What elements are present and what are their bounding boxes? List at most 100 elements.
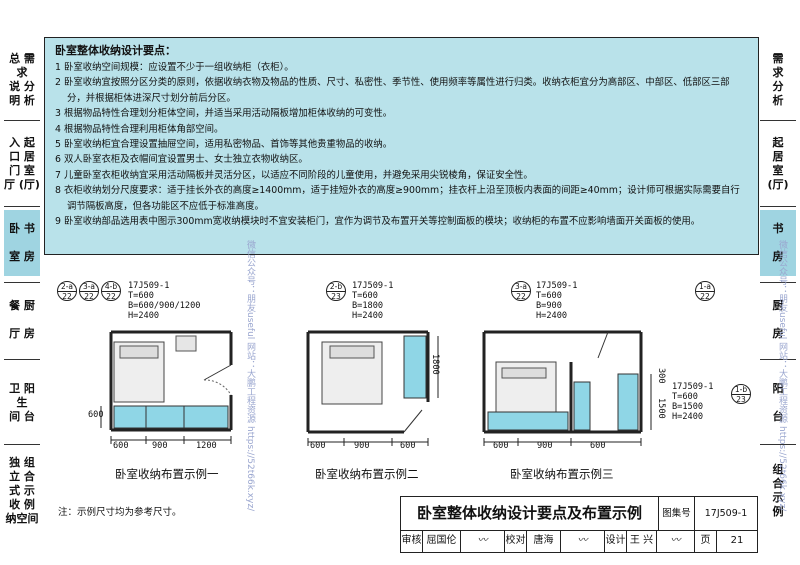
right-tab-study[interactable]: 书 房 <box>760 210 796 276</box>
tab-text: 房 <box>772 327 784 340</box>
side-tab-dining-kitchen[interactable]: 餐 厨 厅 房 <box>4 287 40 353</box>
spec-label: B=600/900/1200 <box>128 301 201 311</box>
tab-text: 合 <box>772 477 784 490</box>
floor-plan-2 <box>306 330 439 446</box>
design-notes-panel: 卧室整体收纳设计要点： 1 卧室收纳空间规模：应设置不少于一组收纳柜（衣柜）。 … <box>44 37 759 255</box>
tab-text: 明 析 <box>9 94 35 107</box>
spec-label: H=2400 <box>536 311 568 321</box>
reviewer-name: 屈国伦 <box>423 530 461 552</box>
note-item-6: 6 双人卧室衣柜及衣帽间宜设置男士、女士独立衣物收纳区。 <box>55 154 308 166</box>
dim-label: 900 <box>152 441 168 451</box>
tab-text: 分 <box>772 80 784 93</box>
spec-label: H=2400 <box>672 412 704 422</box>
dim-label: 1200 <box>196 441 217 451</box>
tab-text: 书 <box>772 222 784 235</box>
spec-label: T=600 <box>536 291 562 301</box>
right-tab-kitchen[interactable]: 厨 房 <box>760 287 796 353</box>
floor-plan-3 <box>482 330 652 446</box>
tab-text: 立 合 <box>9 470 35 483</box>
tab-text: 门 室 <box>9 164 35 177</box>
caption-example-3: 卧室收纳布置示例三 <box>510 467 614 481</box>
tab-text: 求 <box>16 66 28 79</box>
review-label: 审核 <box>401 530 423 552</box>
spec-label: H=2400 <box>128 311 160 321</box>
tab-text: 口 居 <box>9 150 35 163</box>
note-item-7: 7 儿童卧室衣柜收纳宜采用活动隔板并灵活分区，以适应不同阶段的儿童使用，并避免采… <box>55 169 533 181</box>
watermark-left: 微信公众号：朋友useful 网站：大鹏工程资源 https://52t66k.… <box>245 240 255 512</box>
design-label: 设计 <box>605 530 627 552</box>
tab-text: 厅 (厅) <box>4 178 40 191</box>
dim-label: 900 <box>537 441 553 451</box>
dim-label: 600 <box>400 441 416 451</box>
page-number: 21 <box>730 535 744 546</box>
tab-text: 需 <box>772 52 784 65</box>
dim-label: 300 <box>656 368 666 384</box>
dim-label: 1500 <box>656 398 666 419</box>
note-item-9: 9 卧室收纳部品选用表中图示300mm宽收纳模块时不宜安装柜门，宜作为调节及布置… <box>55 216 701 228</box>
dim-label: 900 <box>354 441 370 451</box>
spec-label: 17J509-1 <box>536 281 578 291</box>
tab-text: 餐 厨 <box>9 299 35 312</box>
tab-text: 卫 阳 <box>9 382 35 395</box>
atlas-number: 17J509-1 <box>704 508 748 519</box>
tab-text: (厅) <box>767 178 789 191</box>
tab-text: 居 <box>772 150 784 163</box>
tab-text: 台 <box>772 410 784 423</box>
designer-name: 王 兴 <box>627 530 657 552</box>
side-tab-bedroom-study[interactable]: 卧 书 室 房 <box>4 210 40 276</box>
tab-text: 说 分 <box>9 80 35 93</box>
tab-text: 室 <box>772 164 784 177</box>
dim-label: 600 <box>88 410 104 420</box>
tab-text <box>20 313 24 327</box>
tab-text: 总 需 <box>9 52 35 65</box>
right-tab-balcony[interactable]: 阳 台 <box>760 364 796 442</box>
tab-text: 厅 房 <box>9 327 35 340</box>
notes-title: 卧室整体收纳设计要点： <box>55 44 176 57</box>
checker-name: 唐海 <box>527 530 561 552</box>
tab-text: 入 起 <box>9 136 35 149</box>
drawing-title: 卧室整体收纳设计要点及布置示例 <box>401 497 659 530</box>
page-label: 页 <box>695 530 717 552</box>
tab-text: 阳 <box>772 382 784 395</box>
tab-text: 室 房 <box>9 250 35 263</box>
side-tab-storage-combo[interactable]: 独 组立 合式 示收 例纳空间 <box>4 448 40 534</box>
tab-text: 例 <box>772 505 784 518</box>
spec-label: B=900 <box>536 301 562 311</box>
spec-label: T=600 <box>128 291 154 301</box>
tab-text: 生 <box>16 396 28 409</box>
spec-label: B=1800 <box>352 301 384 311</box>
atlas-label: 图集号 <box>659 497 695 530</box>
spec-label: 17J509-1 <box>672 382 714 392</box>
right-tab-requirements[interactable]: 需求分析 <box>760 42 796 118</box>
caption-example-1: 卧室收纳布置示例一 <box>115 467 219 481</box>
tab-text: 求 <box>772 66 784 79</box>
tab-text: 收 例 <box>9 498 35 511</box>
dim-label: 600 <box>310 441 326 451</box>
tab-text: 示 <box>772 491 784 504</box>
side-tab-bath-balcony[interactable]: 卫 阳生间 台 <box>4 364 40 442</box>
note-item-3: 3 根据物品特性合理划分柜体空间，并适当采用活动隔板增加柜体收纳的可变性。 <box>55 108 393 120</box>
spec-label: 17J509-1 <box>128 281 170 291</box>
note-item-5: 5 卧室收纳柜宜合理设置抽屉空间，适用私密物品、首饰等其他贵重物品的收纳。 <box>55 139 393 151</box>
right-tab-living[interactable]: 起居室(厅) <box>760 124 796 204</box>
tab-text: 式 示 <box>9 484 35 497</box>
title-block: 卧室整体收纳设计要点及布置示例 图集号 17J509-1 审核 屈国伦 〰 校对… <box>400 496 758 553</box>
right-tab-combo[interactable]: 组合示例 <box>760 448 796 534</box>
side-tab-entrance-living[interactable]: 入 起口 居门 室厅 (厅) <box>4 124 40 204</box>
spec-label: 17J509-1 <box>352 281 394 291</box>
tab-text: 厨 <box>772 299 784 312</box>
note-item-4: 4 根据物品特性合理利用柜体角部空间。 <box>55 123 224 135</box>
designer-signature: 〰 <box>657 530 695 552</box>
caption-example-2: 卧室收纳布置示例二 <box>315 467 419 481</box>
spec-label: T=600 <box>672 392 698 402</box>
tab-text: 组 <box>772 463 784 476</box>
side-tab-requirements[interactable]: 总 需求说 分明 析 <box>4 42 40 118</box>
floor-plan-1 <box>100 330 233 444</box>
signature-row: 审核 屈国伦 〰 校对 唐海 〰 设计 王 兴 〰 页 21 <box>401 530 757 552</box>
